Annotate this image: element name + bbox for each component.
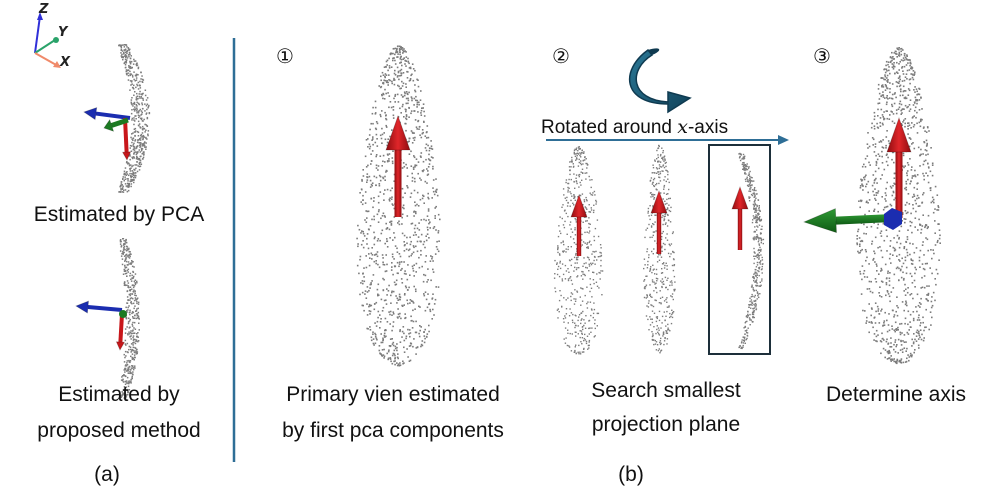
- pca-blue-arrow: [83, 107, 131, 121]
- proposed-label-line1: Estimated by: [58, 383, 180, 406]
- step3-origin-marker: [884, 208, 902, 230]
- proposed-blue-arrow: [75, 300, 123, 314]
- leaf-cloud-pca: [118, 44, 151, 193]
- step-2-label-line1: Search smallest: [591, 379, 741, 402]
- caption-a: (a): [94, 463, 120, 486]
- pca-label: Estimated by PCA: [33, 203, 205, 226]
- leaf-cloud-proposed: [119, 238, 140, 400]
- leaf-cloud-step1: [356, 45, 441, 367]
- rotation-curl-icon: [628, 48, 692, 114]
- step-3-number: ③: [813, 44, 831, 68]
- step3-red-arrow: [886, 116, 912, 218]
- step1-red-arrow: [385, 114, 411, 217]
- coordinate-axes-icon: [34, 12, 61, 68]
- vector-arrows: [75, 107, 912, 351]
- leaf-cloud-step3: [856, 47, 941, 365]
- caption-b: (b): [618, 463, 644, 486]
- point-clouds: [118, 44, 941, 400]
- proposed-red-arrow: [115, 313, 126, 351]
- proposed-origin-marker: [119, 310, 127, 318]
- step-2-label-line2: projection plane: [591, 413, 741, 436]
- smallest-projection-box: [708, 144, 771, 355]
- axis-y-label: Y: [58, 25, 68, 40]
- pca-green-arrow: [103, 117, 129, 132]
- step-1-label-line1: Primary vien estimated: [286, 383, 500, 406]
- step-2-number: ②: [552, 44, 570, 68]
- projection-cloud-3: [738, 152, 765, 350]
- step2-red-arrow-1: [570, 193, 588, 256]
- step-1-number: ①: [276, 44, 294, 68]
- pca-red-arrow: [121, 117, 132, 161]
- step3-green-arrow: [802, 208, 894, 234]
- rotation-axis-arrow: [546, 135, 789, 145]
- proposed-label-line2: proposed method: [37, 419, 201, 442]
- step2-red-arrow-2: [650, 189, 668, 254]
- step2-red-arrow-3: [731, 185, 749, 250]
- axis-z-label: Z: [39, 2, 49, 17]
- rotation-label: Rotated around x-axis: [541, 116, 729, 138]
- step-3-label: Determine axis: [825, 383, 967, 406]
- axis-x-label: X: [60, 55, 71, 70]
- step-1-label-line2: by first pca components: [282, 419, 504, 442]
